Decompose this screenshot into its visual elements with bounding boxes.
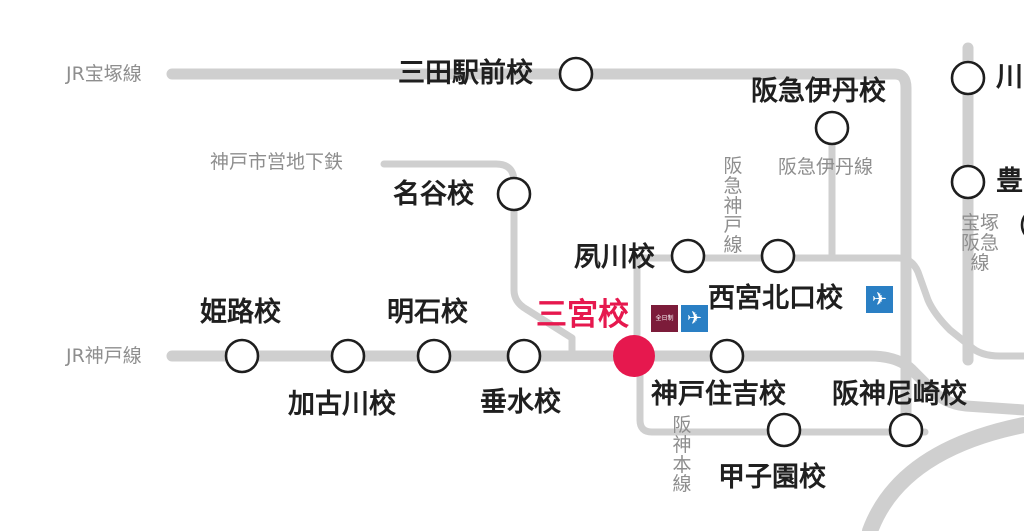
station-label-nishinomiya[interactable]: 西宮北口校 bbox=[708, 283, 843, 314]
fulltime-badge: 全日制 bbox=[651, 305, 678, 332]
jr-takarazuka-line bbox=[166, 68, 912, 434]
station-sanda[interactable] bbox=[558, 56, 594, 92]
station-label-himeji[interactable]: 姫路校 bbox=[200, 297, 281, 328]
station-label-koshien[interactable]: 甲子園校 bbox=[718, 462, 826, 493]
line-label-kobe-subway: 神戸市営地下鉄 bbox=[210, 151, 344, 173]
station-shukugawa[interactable] bbox=[670, 238, 706, 274]
station-meitani[interactable] bbox=[496, 176, 532, 212]
station-koshien[interactable] bbox=[766, 412, 802, 448]
station-label-toyonaka[interactable]: 豊 bbox=[996, 166, 1023, 197]
station-amagasaki[interactable] bbox=[888, 412, 924, 448]
line-label-hankyu-takarazuka: 宝塚阪急線 bbox=[960, 212, 999, 274]
station-label-meitani[interactable]: 名谷校 bbox=[393, 179, 474, 210]
station-akashi[interactable] bbox=[416, 338, 452, 374]
line-label-jr-kobe: JR神戸線 bbox=[66, 345, 142, 367]
airplane-icon: ✈ bbox=[681, 305, 708, 332]
station-tarumi[interactable] bbox=[506, 338, 542, 374]
station-label-sumiyoshi[interactable]: 神戸住吉校 bbox=[651, 379, 786, 410]
station-label-amagasaki[interactable]: 阪神尼崎校 bbox=[832, 379, 967, 410]
station-himeji[interactable] bbox=[224, 338, 260, 374]
station-label-shukugawa[interactable]: 夙川校 bbox=[574, 242, 655, 273]
line-label-hankyu-itami: 阪急伊丹線 bbox=[778, 156, 874, 178]
station-label-sannomiya[interactable]: 三宮校 bbox=[536, 297, 629, 333]
line-label-hanshin-main: 阪神本線 bbox=[672, 414, 692, 496]
station-label-kawanishi[interactable]: 川 bbox=[996, 62, 1023, 93]
line-label-jr-takarazuka: JR宝塚線 bbox=[66, 63, 142, 85]
station-toyonaka[interactable] bbox=[950, 164, 986, 200]
station-nishinomiya[interactable] bbox=[760, 238, 796, 274]
station-itami[interactable] bbox=[814, 110, 850, 146]
hanshin-main-line bbox=[636, 352, 929, 436]
kobe-subway-line bbox=[380, 160, 576, 360]
station-label-sanda[interactable]: 三田駅前校 bbox=[398, 58, 533, 89]
station-kawanishi[interactable] bbox=[950, 60, 986, 96]
station-sannomiya-hub[interactable] bbox=[613, 335, 655, 377]
station-sumiyoshi[interactable] bbox=[709, 338, 745, 374]
bay-line-arc bbox=[862, 417, 1024, 531]
station-label-akashi[interactable]: 明石校 bbox=[387, 297, 468, 328]
line-label-hankyu-kobe: 阪急神戸線 bbox=[723, 155, 743, 256]
station-label-tarumi[interactable]: 垂水校 bbox=[480, 387, 561, 418]
airplane-icon: ✈ bbox=[866, 286, 893, 313]
station-kakogawa[interactable] bbox=[330, 338, 366, 374]
station-label-itami[interactable]: 阪急伊丹校 bbox=[751, 76, 886, 107]
station-label-kakogawa[interactable]: 加古川校 bbox=[288, 389, 396, 420]
hankyu-kobe-line bbox=[633, 254, 1024, 360]
jr-kobe-line bbox=[166, 350, 1024, 416]
